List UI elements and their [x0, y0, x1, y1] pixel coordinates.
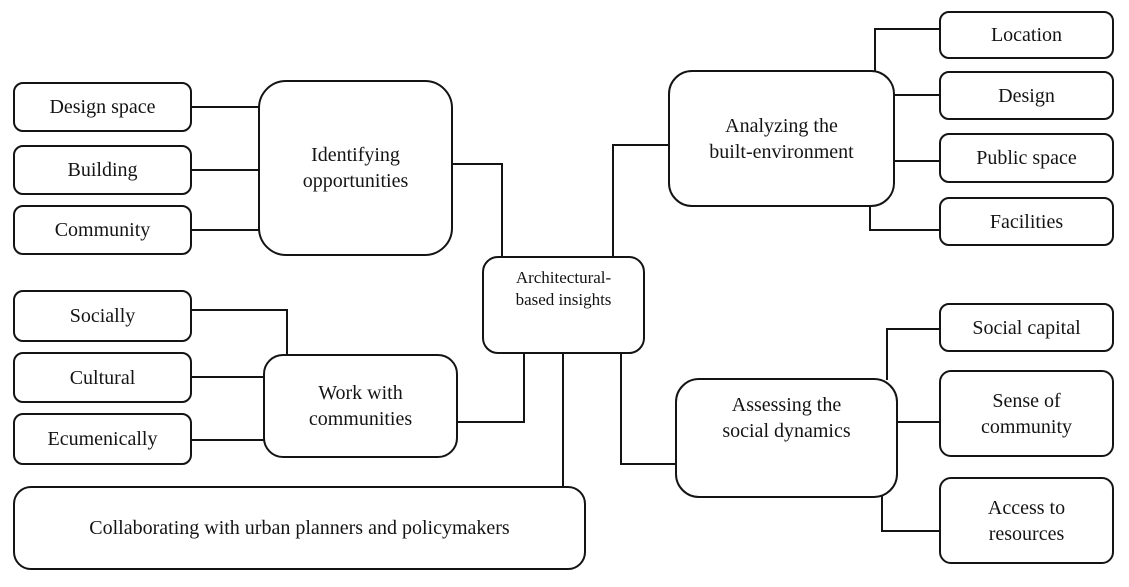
node-label: Collaborating with urban planners and po…	[89, 517, 510, 539]
connector-work-to-center	[457, 353, 525, 423]
node-design-space: Design space	[13, 82, 192, 132]
node-location: Location	[939, 11, 1114, 59]
node-building: Building	[13, 145, 192, 195]
connector-center-to-analyzing	[612, 144, 670, 258]
node-label: Community	[54, 219, 151, 241]
node-label: Design	[998, 84, 1055, 107]
node-socially: Socially	[13, 290, 192, 342]
node-assessing-social-dynamics: Assessing the social dynamics	[675, 378, 898, 498]
connector-center-to-assessing	[620, 353, 677, 465]
connector-assessing-to-social-capital	[886, 328, 941, 380]
node-cultural: Cultural	[13, 352, 192, 403]
node-label: Assessing the social dynamics	[722, 394, 851, 442]
node-architectural-based-insights: Architectural-based insights	[482, 256, 645, 354]
connector-assessing-to-access-to-resources	[881, 496, 941, 532]
node-work-with-communities: Work with communities	[263, 354, 458, 458]
node-design: Design	[939, 71, 1114, 120]
node-label: Architectural-based insights	[515, 268, 612, 310]
node-sense-of-community: Sense of community	[939, 370, 1114, 457]
node-label: Public space	[976, 147, 1077, 169]
node-label: Analyzing the built-environment	[709, 114, 854, 163]
node-label: Work with communities	[308, 382, 413, 430]
node-label: Cultural	[69, 366, 136, 389]
node-label: Social capital	[972, 316, 1081, 339]
node-community: Community	[13, 205, 192, 255]
connector-analyzing-to-location	[874, 28, 941, 72]
node-label: Identifying opportunities	[302, 144, 409, 192]
node-label: Facilities	[989, 210, 1064, 233]
node-label: Location	[990, 24, 1063, 46]
connector-identifying-to-center	[452, 163, 503, 258]
node-label: Ecumenically	[47, 428, 158, 450]
node-analyzing-built-environment: Analyzing the built-environment	[668, 70, 895, 207]
node-access-to-resources: Access to resources	[939, 477, 1114, 564]
connector-socially	[192, 309, 288, 356]
connector-analyzing-to-facilities	[869, 205, 941, 231]
node-public-space: Public space	[939, 133, 1114, 183]
node-label: Socially	[69, 305, 136, 327]
node-label: Sense of community	[980, 389, 1073, 438]
node-social-capital: Social capital	[939, 303, 1114, 352]
node-collaborating-urban-planners: Collaborating with urban planners and po…	[13, 486, 586, 570]
node-ecumenically: Ecumenically	[13, 413, 192, 465]
node-label: Building	[67, 159, 138, 181]
node-facilities: Facilities	[939, 197, 1114, 246]
node-label: Design space	[49, 96, 156, 118]
node-label: Access to resources	[987, 496, 1066, 545]
node-identifying-opportunities: Identifying opportunities	[258, 80, 453, 256]
